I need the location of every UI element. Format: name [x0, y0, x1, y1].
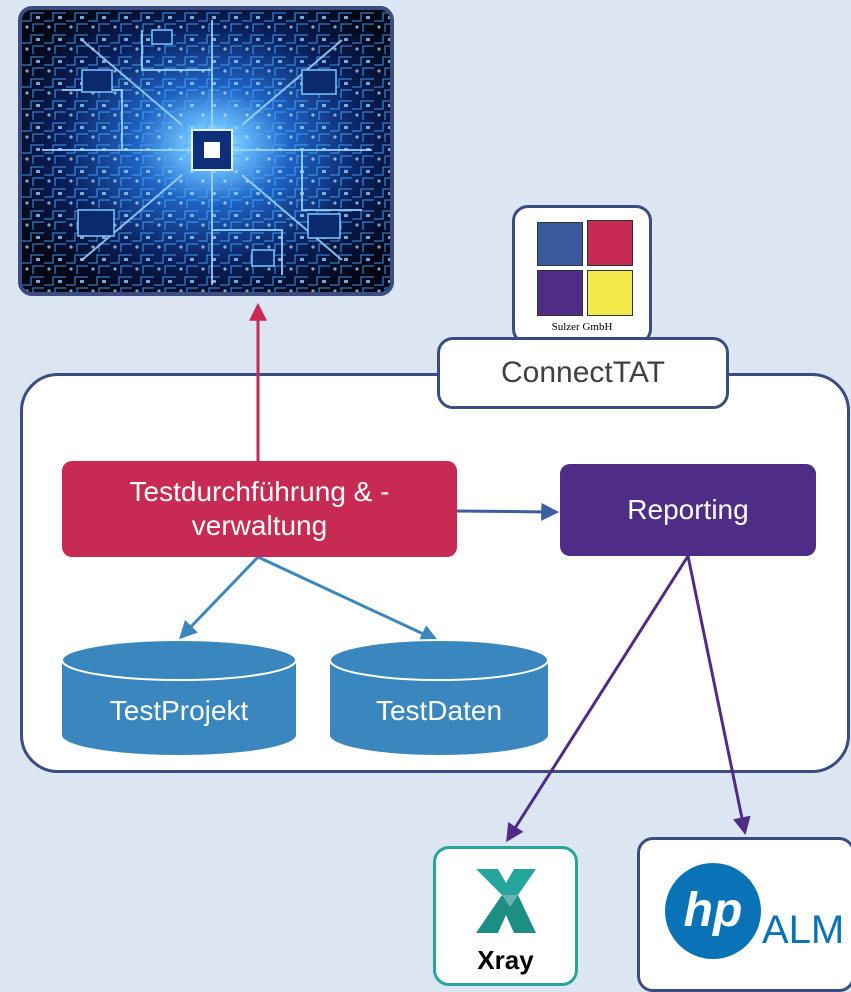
logo-square-purple [537, 270, 583, 316]
arrow-execution-to-reporting [456, 502, 560, 521]
logo-square-red [587, 220, 633, 266]
xray-label: Xray [477, 945, 534, 975]
arrow-execution-to-testprojekt [179, 555, 260, 640]
sulzer-company-name: Sulzer GmbH [551, 321, 613, 333]
test-execution-node: Testdurchführung & - verwaltung [62, 461, 457, 557]
arrow-reporting-to-xray [506, 555, 690, 843]
arrow-execution-to-testdaten [257, 555, 439, 642]
xray-logo-icon [476, 869, 536, 933]
connecttat-title: ConnectTAT [437, 337, 729, 409]
test-execution-label-line1: Testdurchführung & - [129, 476, 390, 508]
hp-alm-logo-tile: hp ALM [637, 837, 851, 992]
testdaten-label: TestDaten [375, 695, 503, 726]
hp-alm-logo-icon: hp [665, 863, 761, 959]
alm-label: ALM [762, 908, 845, 952]
testprojekt-database [61, 639, 297, 755]
xray-logo-tile: Xray [433, 846, 578, 986]
circuit-board-image [18, 6, 394, 296]
reporting-node: Reporting [560, 464, 816, 556]
hp-logo-text: hp [683, 884, 743, 937]
logo-square-blue [537, 222, 583, 266]
test-execution-label-line2: verwaltung [191, 510, 328, 541]
logo-square-yellow [587, 270, 633, 316]
arrow-reporting-to-alm [686, 555, 751, 836]
testdaten-database [329, 639, 549, 755]
testprojekt-label: TestProjekt [109, 695, 249, 726]
circuit-board-graphic [22, 10, 390, 292]
